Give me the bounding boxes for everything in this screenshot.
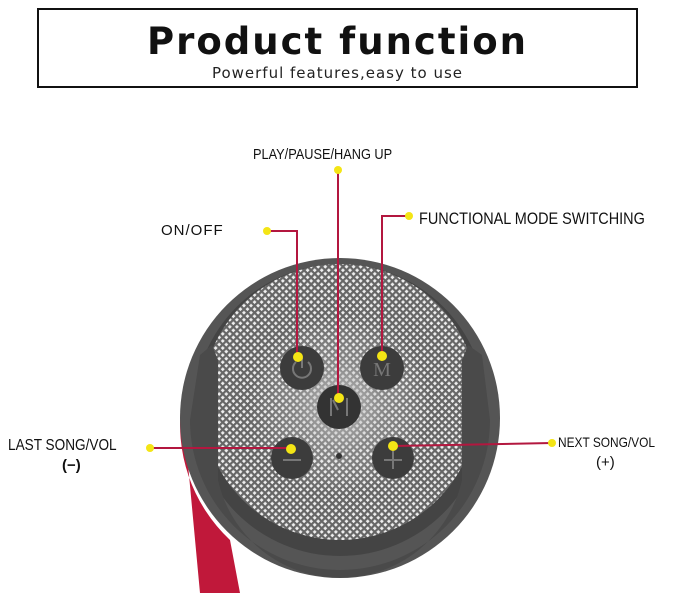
next-button[interactable] xyxy=(372,437,414,479)
mic-hole xyxy=(336,453,342,459)
label-next-song: NEXT SONG/VOL xyxy=(558,434,655,450)
callout-dots xyxy=(146,166,556,454)
page-subtitle: Powerful features,easy to use xyxy=(211,64,464,82)
label-on-off: ON/OFF xyxy=(161,222,224,239)
last-button[interactable] xyxy=(271,437,313,479)
m-icon: M xyxy=(373,359,391,381)
power-button[interactable] xyxy=(280,346,324,390)
play-pause-icon xyxy=(330,398,348,416)
label-last-minus: (−) xyxy=(62,457,81,474)
callout-lines xyxy=(150,170,553,449)
label-play-pause: PLAY/PAUSE/HANG UP xyxy=(253,146,393,163)
page-title: Product function xyxy=(147,20,528,63)
power-icon xyxy=(292,361,312,379)
label-next-plus: (+) xyxy=(596,454,615,471)
plus-icon xyxy=(384,451,402,469)
title-box: Product function Powerful features,easy … xyxy=(37,8,638,88)
mode-button[interactable]: M xyxy=(360,346,404,390)
play-button[interactable] xyxy=(317,385,361,429)
label-last-song: LAST SONG/VOL xyxy=(8,437,117,454)
label-mode-switching: FUNCTIONAL MODE SWITCHING xyxy=(419,209,645,228)
